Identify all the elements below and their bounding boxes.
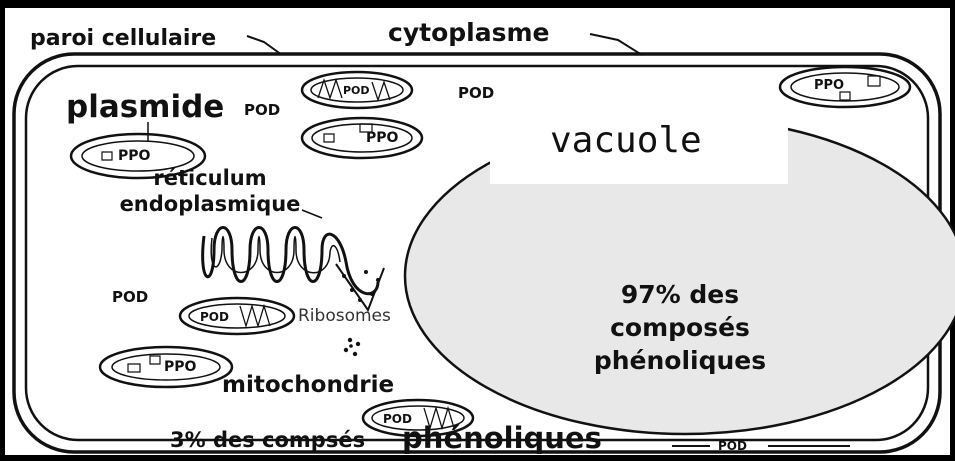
plastid-right-ppo: PPO [814, 79, 844, 92]
paroi-leader-line [247, 36, 282, 55]
cytoplasme-leader-line [590, 34, 642, 55]
mitochondrion-middle [180, 298, 294, 334]
rough-er-tip [336, 264, 384, 310]
plastid-top-left-ppo: PPO [118, 149, 150, 163]
mitochondrion-top-pod: POD [343, 85, 370, 96]
bottom-percentage-label: 3% des compsés [170, 430, 365, 451]
plasmide-label: plasmide [66, 92, 224, 123]
er-outer-fold [203, 228, 378, 294]
mitochondrion-middle-pod: POD [200, 311, 229, 323]
plastid-bottom-left-ppo: PPO [164, 360, 196, 374]
plastid-center-top [302, 118, 422, 158]
vacuole-label: vacuole [550, 123, 702, 159]
mitochondrion-bottom-pod: POD [383, 413, 412, 425]
pod-label-top-center: POD [458, 86, 494, 101]
bottom-phenoliques-label: phénoliques [402, 424, 602, 453]
mitochondrie-label: mitochondrie [222, 374, 394, 397]
bottom-border [0, 455, 955, 461]
top-border [0, 0, 955, 8]
pod-label-left: POD [112, 290, 148, 305]
pod-label-bottom-right: POD [718, 440, 747, 452]
paroi-cellulaire-label: paroi cellulaire [30, 28, 216, 50]
pod-label-top-left: POD [244, 103, 280, 118]
left-border [0, 0, 5, 461]
plastid-center-ppo: PPO [366, 131, 398, 145]
reticulum-label: réticulum endoplasmique [100, 166, 320, 217]
cytoplasme-label: cytoplasme [388, 20, 549, 45]
vacuole-percentage-label: 97% des composés phénoliques [570, 278, 790, 377]
plastid-right [780, 67, 910, 107]
ribosomes-label: Ribosomes [298, 308, 391, 325]
